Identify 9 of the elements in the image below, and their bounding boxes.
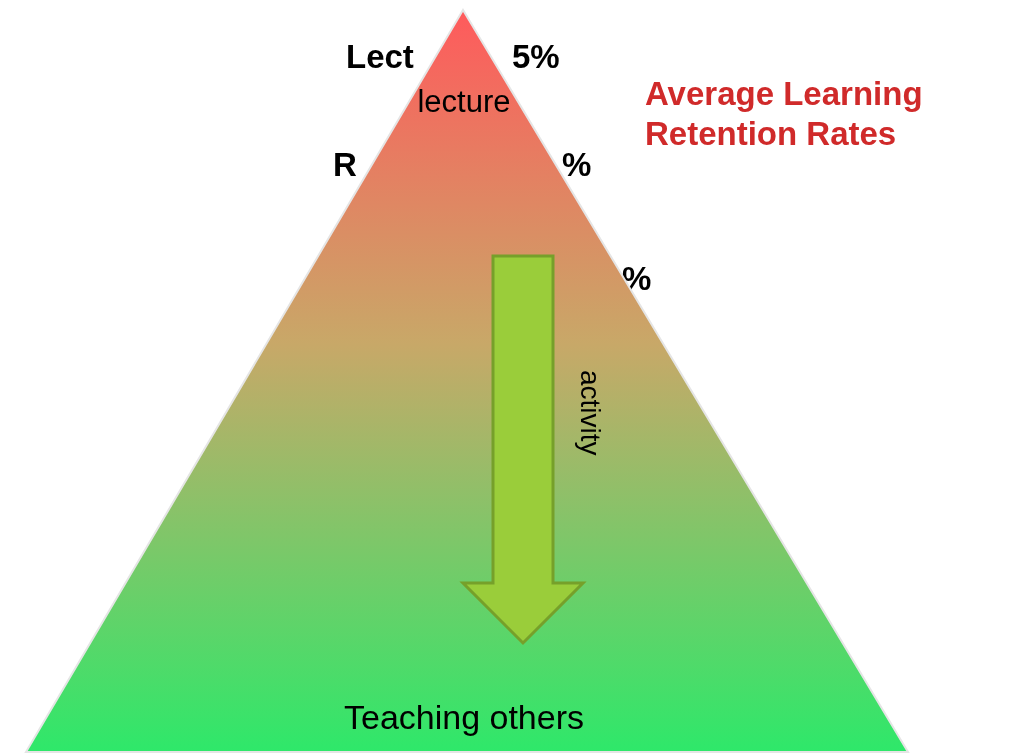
title: Average Learning Retention Rates (645, 74, 924, 154)
partial-text: % (562, 148, 592, 181)
level-label: Teaching others (342, 700, 585, 734)
partial-text: 5% (512, 40, 560, 73)
partial-text: % (622, 262, 652, 295)
partial-text: Lect (346, 40, 414, 73)
partial-text: R (333, 148, 357, 181)
axis-label: activity (576, 370, 604, 456)
level-label: lecture (416, 86, 512, 117)
